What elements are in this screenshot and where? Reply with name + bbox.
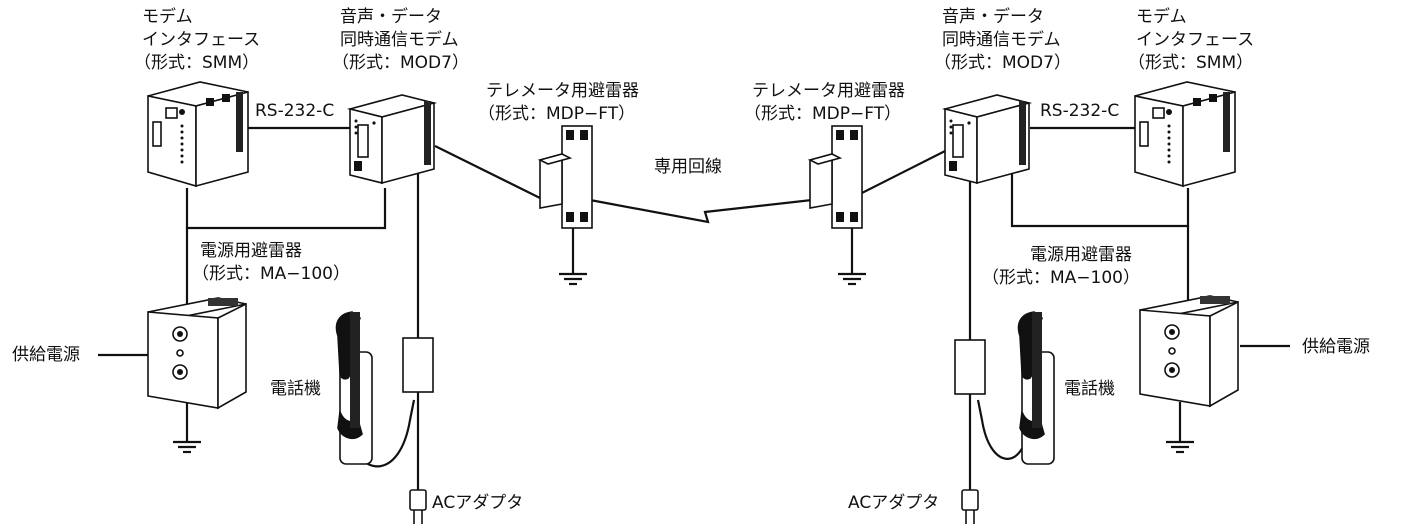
dedicated-line — [589, 198, 813, 224]
right-mdp-device — [808, 124, 864, 230]
left-power-supply-label: 供給電源 — [12, 345, 80, 365]
left-ac-plug — [408, 488, 428, 526]
right-ma-ground-icon — [1164, 428, 1196, 454]
left-telemeter-arrester-label: テレメータ用避雷器 （形式：MDP−FT） — [478, 81, 639, 124]
left-ac-adapter-label: ACアダプタ — [432, 493, 524, 513]
right-power-bus — [1010, 170, 1190, 228]
left-smm-device — [146, 80, 250, 188]
right-power-supply-label: 供給電源 — [1302, 337, 1370, 357]
right-power-arrester-label: 電源用避雷器 （形式：MA−100） — [982, 245, 1140, 288]
right-ac-plug — [960, 488, 980, 526]
left-power-arrester-label: 電源用避雷器 （形式：MA−100） — [192, 241, 350, 284]
left-mdp-ground-icon — [557, 260, 589, 286]
left-modem-to-mdp — [434, 145, 541, 199]
dedicated-line-label: 専用回線 — [654, 157, 722, 177]
right-rs232-label: RS-232-C — [1040, 101, 1120, 121]
left-ma-ground-icon — [171, 428, 203, 454]
left-telephone — [335, 310, 374, 466]
left-power-bus — [185, 188, 387, 230]
left-mdp-device — [538, 124, 594, 230]
left-modem-interface-label: モデム インタフェース （形式：SMM） — [134, 7, 261, 73]
left-mod7-device — [348, 93, 436, 185]
right-telephone-label: 電話機 — [1064, 379, 1115, 399]
right-mod7-device — [943, 93, 1031, 185]
left-voice-modem-label: 音声・データ 同時通信モデム （形式：MOD7） — [332, 7, 469, 73]
right-telemeter-arrester-label: テレメータ用避雷器 （形式：MDP−FT） — [744, 81, 905, 124]
right-telephone — [1017, 310, 1056, 466]
right-voice-modem-label: 音声・データ 同時通信モデム （形式：MOD7） — [934, 7, 1071, 73]
right-modem-to-mdp — [851, 145, 956, 199]
right-ac-adapter-label: ACアダプタ — [848, 493, 940, 513]
left-ma-device — [146, 296, 248, 410]
left-telephone-label: 電話機 — [270, 379, 321, 399]
left-ac-adapter-box — [401, 336, 435, 394]
right-ac-adapter-box — [953, 338, 987, 396]
right-smm-device — [1133, 80, 1237, 188]
left-rs232-label: RS-232-C — [255, 101, 335, 121]
right-mdp-ground-icon — [836, 260, 868, 286]
right-ma-device — [1138, 294, 1240, 408]
right-modem-interface-label: モデム インタフェース （形式：SMM） — [1128, 7, 1255, 73]
